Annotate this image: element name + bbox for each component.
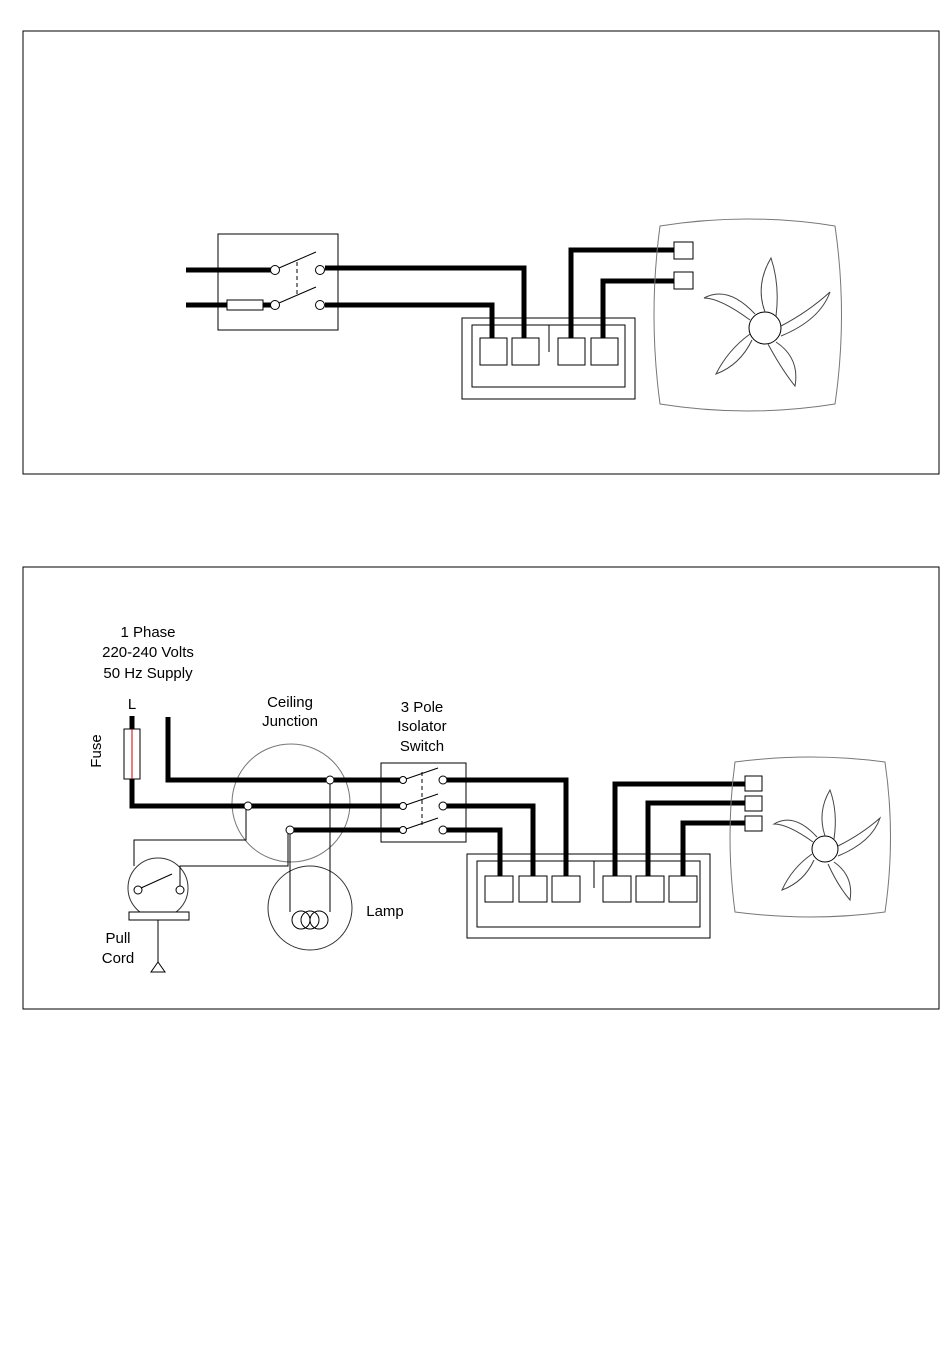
fuse-icon — [124, 729, 140, 779]
isolator-label-line3: Switch — [400, 738, 444, 755]
double-pole-switch-icon — [218, 234, 338, 330]
ceiling-junction-label-line2: Junction — [262, 713, 318, 730]
supply-label-line2: 220-240 Volts — [102, 644, 194, 661]
diagram-1-frame — [23, 31, 939, 474]
live-label: L — [128, 696, 136, 713]
fan-icon — [654, 219, 842, 411]
terminal-block — [462, 318, 635, 399]
fan-icon — [730, 757, 891, 917]
pull-cord-label-line1: Pull — [105, 930, 130, 947]
ceiling-junction-label-line1: Ceiling — [267, 694, 313, 711]
diagram-2-three-wire-fan: 1 Phase 220-240 Volts 50 Hz Supply L Fus… — [23, 567, 939, 1009]
isolator-label-line2: Isolator — [397, 718, 446, 735]
supply-label-line1: 1 Phase — [120, 624, 175, 641]
supply-label-line3: 50 Hz Supply — [103, 665, 193, 682]
isolator-label-line1: 3 Pole — [401, 699, 444, 716]
lamp-label: Lamp — [366, 903, 404, 920]
lamp-icon — [268, 866, 352, 950]
pull-cord-label-line2: Cord — [102, 950, 135, 967]
fuse-icon — [227, 300, 263, 310]
terminal-block — [467, 854, 710, 938]
diagram-1-two-wire-fan — [23, 31, 939, 474]
fuse-label: Fuse — [88, 734, 105, 767]
